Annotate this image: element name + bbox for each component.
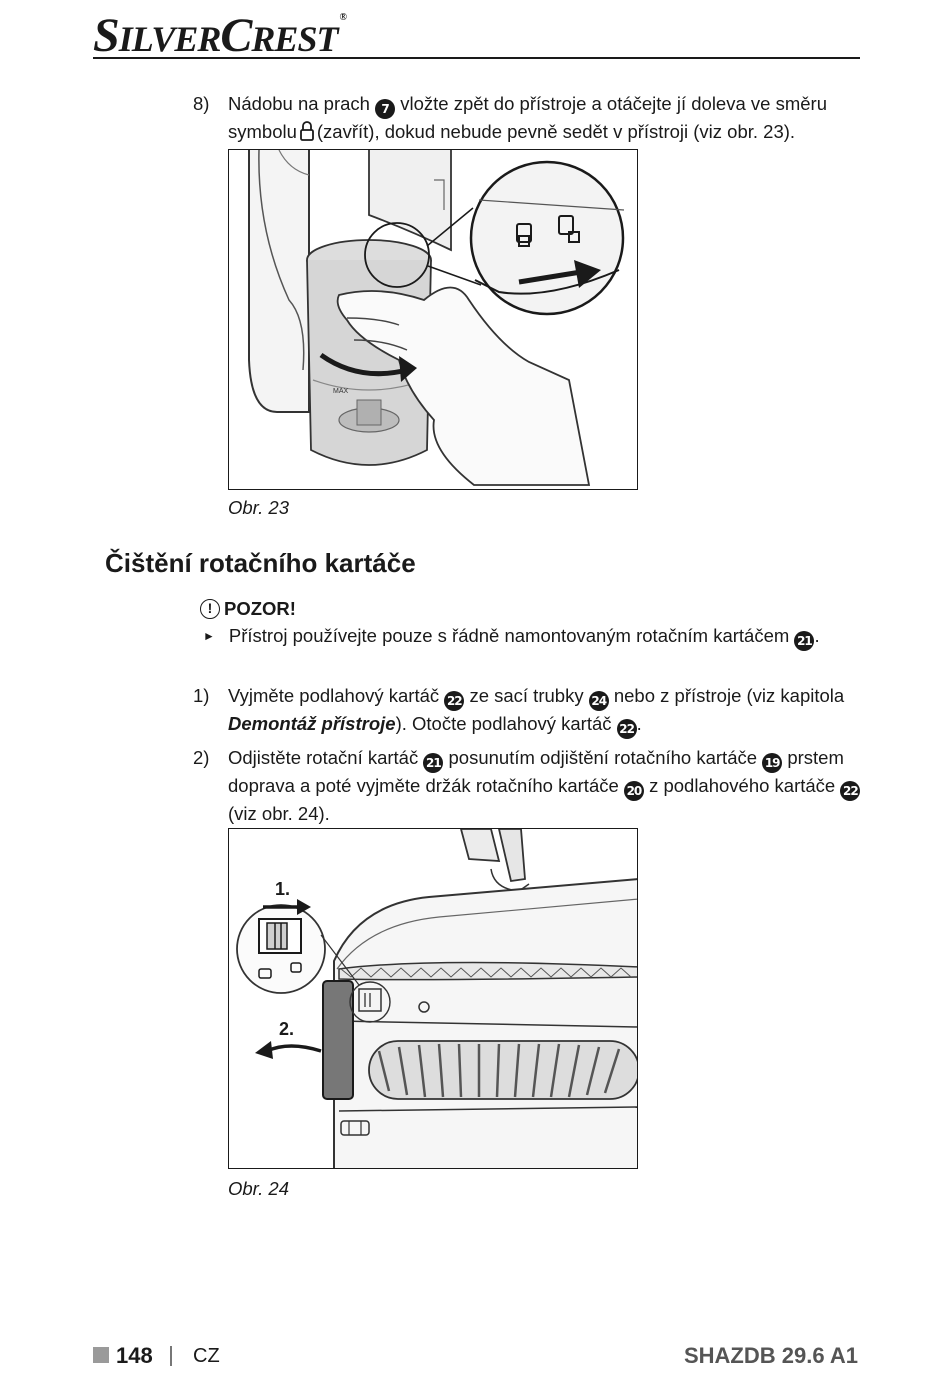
footer-marker [93,1347,109,1363]
language-code: CZ [193,1345,220,1367]
step-text-part: Vyjměte podlahový kartáč [228,685,440,706]
part-reference-badge: 22 [616,719,637,739]
figure-24-caption: Obr. 24 [228,1178,290,1199]
step-text-part: ). Otočte podlahový kartáč [395,713,612,734]
step-text-part: posunutím odjištění rotačního kartáče [448,747,758,768]
chapter-reference: Demontáž přístroje [228,713,396,734]
step-text-part: z podlahového kartáče [649,775,836,796]
step-number: 1) [193,685,210,706]
warning-text: Přístroj používejte pouze s řádně namont… [228,625,790,646]
part-reference-badge: 7 [375,99,396,119]
step-text-part: (zavřít), dokud nebude pevně sedět v pří… [316,121,796,142]
warning-text-end: . [814,625,820,646]
warning-bullet: ► Přístroj používejte pouze s řádně namon… [203,623,820,651]
brand-text: ILVER [118,19,222,59]
step-number: 2) [193,747,210,768]
model-number: SHAZDB 29.6 A1 [683,1343,858,1368]
brand-logo: SILVERCREST® [93,8,347,63]
part-reference-badge: 19 [762,753,783,773]
part-reference-badge: 21 [423,753,444,773]
step-text-part: ze sací trubky [469,685,584,706]
part-reference-badge: 24 [588,691,609,711]
lock-closed-icon [299,121,314,148]
step-label-2: 2. [279,1019,294,1039]
max-label: MAX [333,388,349,395]
figure-23-caption: Obr. 23 [228,497,290,518]
part-reference-badge: 21 [794,631,815,651]
bullet-triangle-icon: ► [203,629,215,643]
step-text: Odjistěte rotační kartáč 21 posunutím od… [228,745,863,827]
figure-24-illustration: 1. 2. [236,829,637,1168]
part-reference-badge: 20 [623,781,644,801]
step-text-part: prstem doprava a poté vyjměte držák rota… [228,747,844,796]
step-label-1: 1. [275,879,290,899]
part-reference-badge: 22 [840,781,861,801]
step-text-part: nebo z přístroje (viz kapitola [613,685,845,706]
step-2: 2) Odjistěte rotační kartáč 21 posunutím… [193,745,863,827]
figure-24: 1. 2. [228,828,638,1169]
registered-mark: ® [339,12,347,23]
step-text-part: . [636,713,642,734]
step-text: Nádobu na prach 7 vložte zpět do přístro… [228,91,863,148]
brand-text: REST [251,19,338,59]
step-text-part: vložte zpět do přístroje a otáčejte jí d… [228,93,827,142]
figure-23: MAX [228,149,638,490]
step-text-part: Odjistěte rotační kartáč [228,747,419,768]
figure-23-illustration: MAX [248,150,625,486]
step-8: 8) Nádobu na prach 7 vložte zpět do přís… [193,91,863,148]
step-number: 8) [193,93,210,114]
brand-letter: S [93,9,120,62]
step-text-part: Nádobu na prach [228,93,370,114]
header-divider [93,57,860,59]
section-title: Čištění rotačního kartáče [105,548,416,578]
step-1: 1) Vyjměte podlahový kartáč 22 ze sací t… [193,683,863,739]
page-number: 148 [116,1343,153,1368]
step-text-part: (viz obr. 24). [228,803,330,824]
warning-label: POZOR! [224,598,296,619]
step-text: Vyjměte podlahový kartáč 22 ze sací trub… [228,683,863,739]
warning-icon: ! [200,599,220,619]
footer-separator [170,1346,172,1366]
warning-heading: ! POZOR! [200,598,296,620]
part-reference-badge: 22 [444,691,465,711]
brand-letter: C [220,9,252,62]
